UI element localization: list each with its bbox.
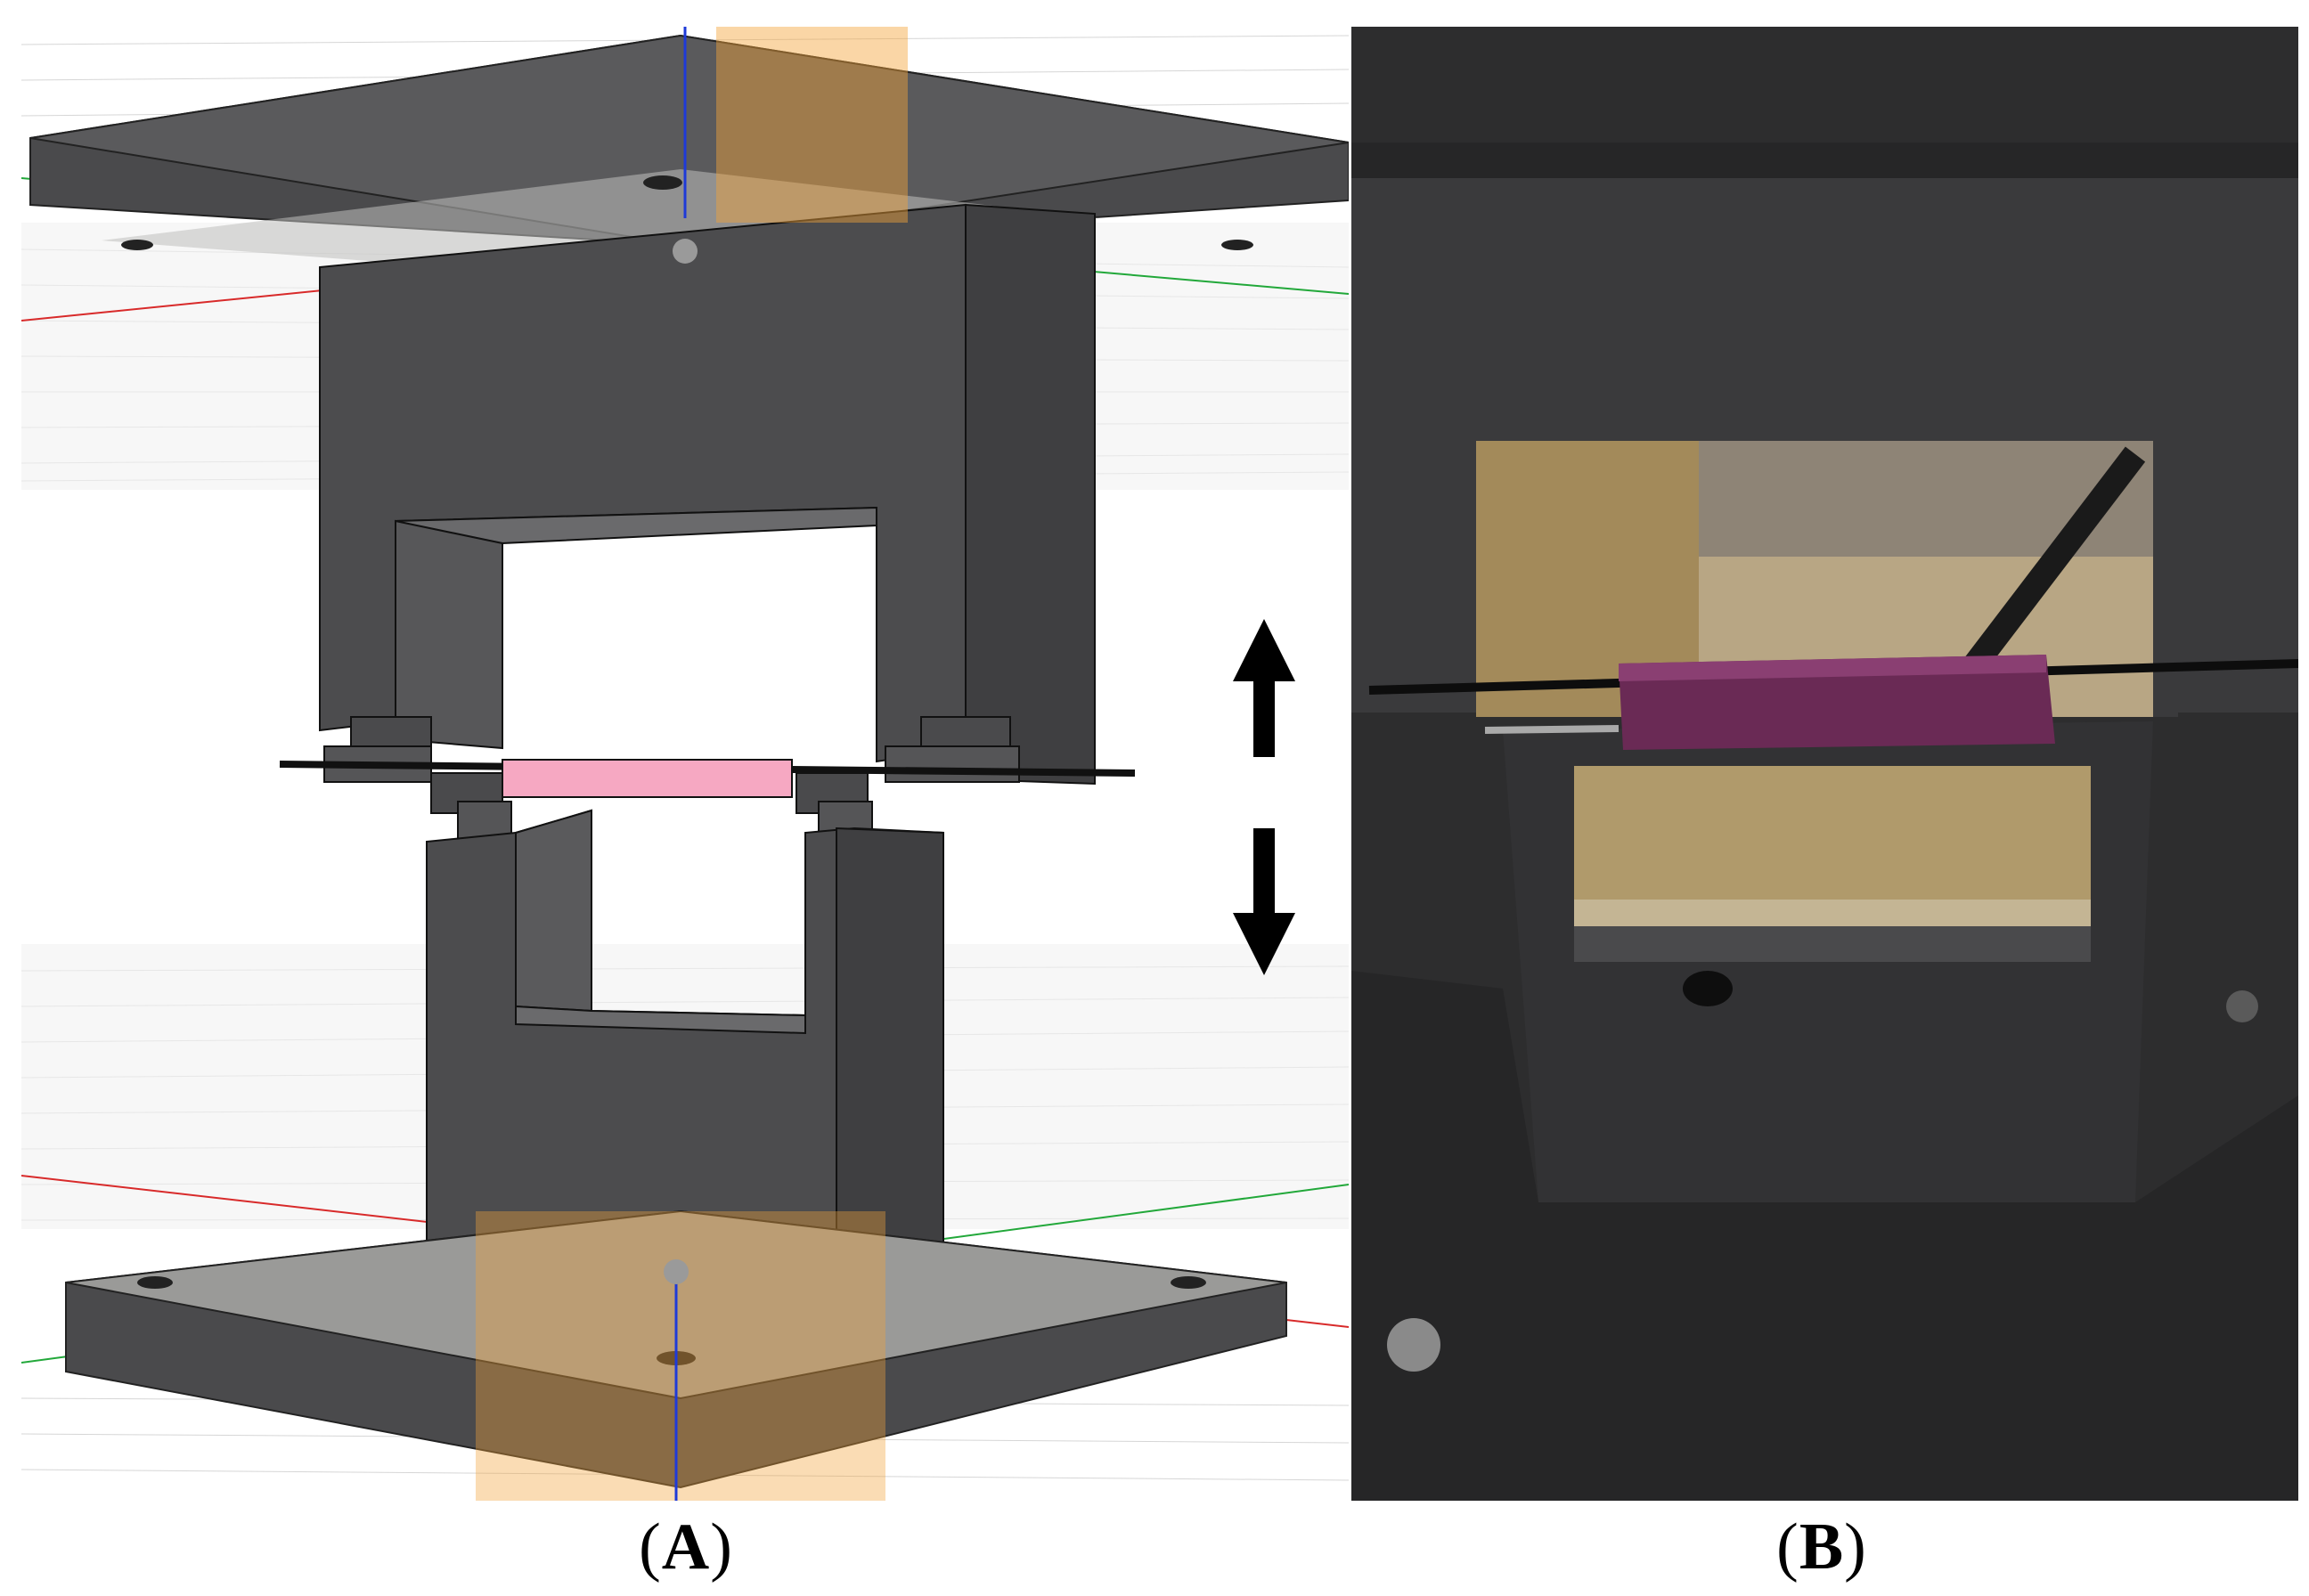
photo-svg bbox=[1351, 27, 2298, 1501]
bolt-hole bbox=[1221, 240, 1253, 250]
sample-specimen bbox=[502, 759, 793, 798]
panel-b-caption: (B) bbox=[1776, 1510, 1867, 1584]
bolt-hole bbox=[1171, 1276, 1206, 1289]
double-vertical-arrow-icon bbox=[1233, 619, 1295, 975]
photo-bolt bbox=[1387, 1318, 1440, 1372]
origin-point-top bbox=[673, 239, 698, 264]
origin-point-bottom bbox=[664, 1259, 689, 1284]
bolt-hole bbox=[643, 175, 682, 190]
panel-a-cad-render bbox=[21, 27, 1349, 1501]
panel-b-photo bbox=[1351, 27, 2298, 1501]
photo-bolt bbox=[2226, 990, 2258, 1022]
bolt-hole bbox=[121, 240, 153, 250]
bolt-hole bbox=[137, 1276, 173, 1289]
photo-screw-hole bbox=[1683, 971, 1733, 1006]
photo-base-plate bbox=[1351, 971, 2298, 1501]
lower-frame bbox=[426, 809, 944, 1298]
panel-a-caption: (A) bbox=[639, 1510, 733, 1584]
upper-clamps bbox=[323, 716, 1020, 783]
highlight-plane-bottom bbox=[476, 1211, 885, 1501]
cad-render-svg bbox=[21, 27, 1349, 1501]
upper-frame bbox=[319, 203, 1096, 786]
highlight-plane-top bbox=[716, 27, 908, 223]
